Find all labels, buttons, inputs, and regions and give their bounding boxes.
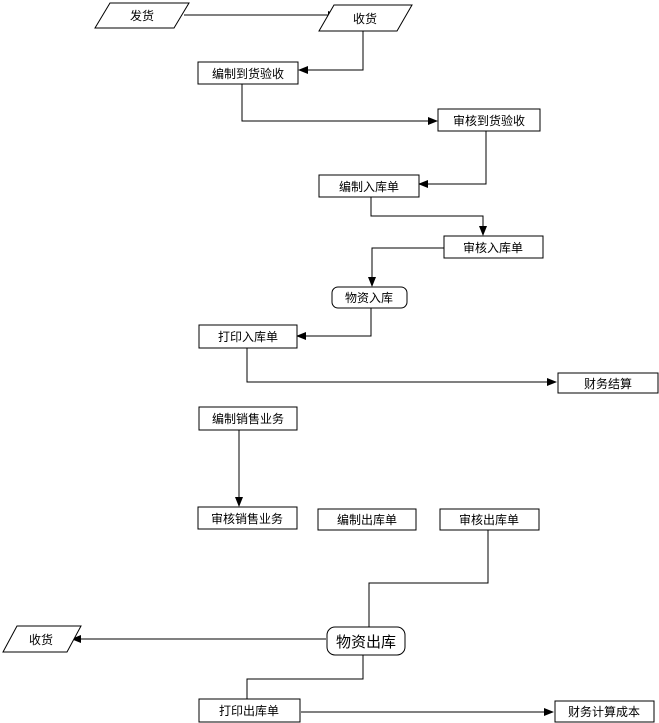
node-review-arrival[interactable]: 审核到货验收 — [437, 108, 541, 132]
svg-text:审核销售业务: 审核销售业务 — [211, 511, 283, 526]
svg-text:编制销售业务: 编制销售业务 — [212, 411, 284, 426]
svg-text:审核到货验收: 审核到货验收 — [453, 113, 525, 128]
edge-compile-in-to-review-in — [370, 197, 487, 236]
edge-review-in-to-goods-in — [368, 247, 444, 287]
node-goods-out[interactable]: 物资出库 — [326, 626, 406, 656]
connectors — [71, 11, 557, 716]
node-cost-calculation[interactable]: 财务计算成本 — [554, 700, 655, 723]
svg-text:打印入库单: 打印入库单 — [218, 329, 278, 344]
svg-text:编制入库单: 编制入库单 — [339, 179, 399, 194]
svg-text:打印出库单: 打印出库单 — [219, 703, 279, 718]
node-review-in[interactable]: 审核入库单 — [443, 235, 544, 259]
node-financial-settlement[interactable]: 财务结算 — [557, 372, 659, 394]
edge-receive-to-compile-arrival — [298, 30, 364, 74]
svg-text:收货: 收货 — [29, 632, 53, 647]
svg-text:物资出库: 物资出库 — [336, 633, 396, 651]
node-goods-in[interactable]: 物资入库 — [331, 286, 408, 309]
svg-text:收货: 收货 — [353, 11, 377, 26]
edge-goods-out-to-print-out — [246, 654, 364, 699]
node-compile-arrival[interactable]: 编制到货验收 — [197, 61, 299, 85]
node-print-out[interactable]: 打印出库单 — [198, 698, 301, 723]
svg-text:编制到货验收: 编制到货验收 — [212, 66, 284, 81]
node-receive-bottom[interactable]: 收货 — [2, 625, 82, 653]
edge-compile-arrival-to-review — [241, 84, 438, 125]
node-review-out[interactable]: 审核出库单 — [439, 508, 540, 531]
node-compile-out[interactable]: 编制出库单 — [317, 508, 417, 531]
edge-review-arrival-to-compile-in — [418, 131, 487, 188]
svg-text:财务计算成本: 财务计算成本 — [568, 704, 640, 719]
svg-text:编制出库单: 编制出库单 — [337, 512, 397, 527]
node-review-sales[interactable]: 审核销售业务 — [197, 506, 298, 530]
svg-text:物资入库: 物资入库 — [345, 290, 393, 305]
node-receive-top[interactable]: 收货 — [318, 4, 413, 32]
svg-text:审核入库单: 审核入库单 — [463, 240, 523, 255]
svg-text:财务结算: 财务结算 — [584, 376, 632, 391]
node-compile-sales[interactable]: 编制销售业务 — [198, 406, 298, 431]
svg-text:审核出库单: 审核出库单 — [459, 512, 519, 527]
svg-text:发货: 发货 — [130, 8, 154, 23]
node-compile-in[interactable]: 编制入库单 — [318, 174, 420, 198]
edge-review-out-to-goods-out — [368, 530, 489, 627]
node-ship[interactable]: 发货 — [94, 2, 190, 29]
node-print-in[interactable]: 打印入库单 — [198, 324, 298, 349]
edge-goods-in-to-print-in — [296, 308, 372, 340]
edge-print-in-to-settlement — [246, 348, 557, 386]
